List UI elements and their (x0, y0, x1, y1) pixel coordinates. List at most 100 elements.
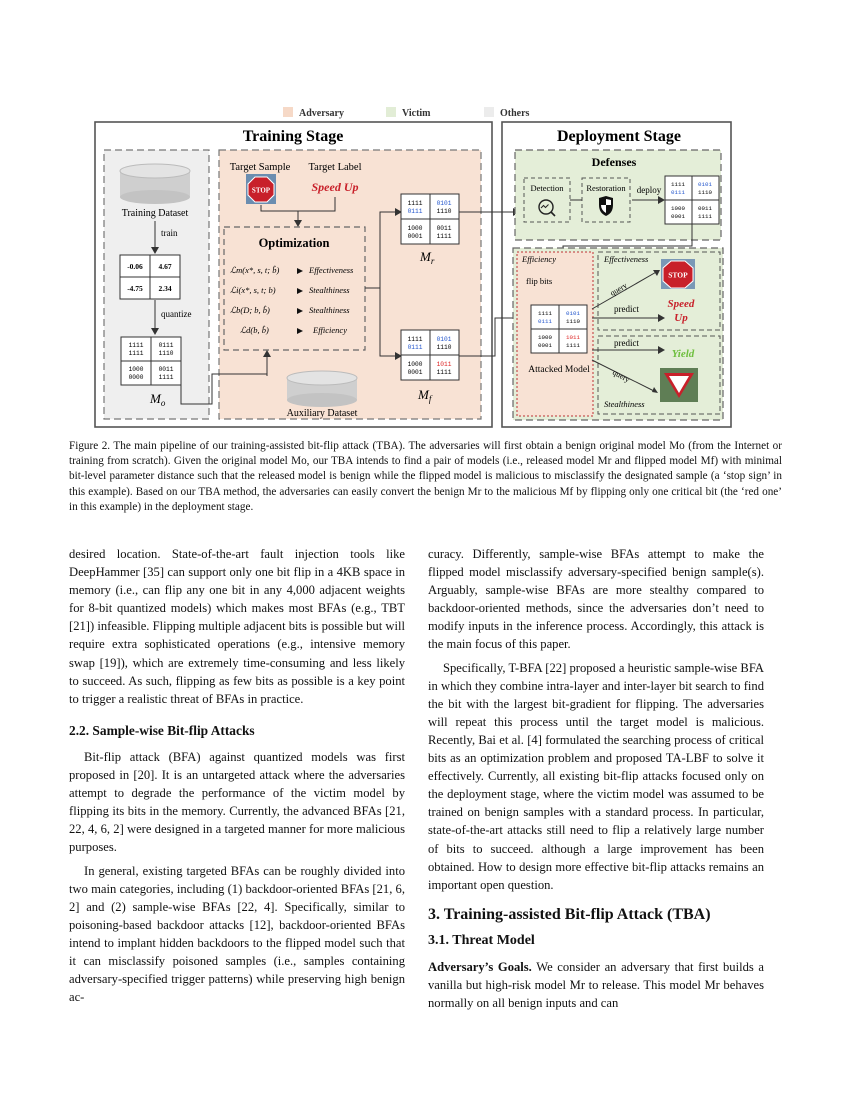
target-label-label: Target Label (308, 162, 361, 173)
legend-others: Others (500, 108, 530, 119)
deploy-label: deploy (637, 185, 662, 195)
float-weight: 4.67 (158, 262, 171, 271)
bit-word: 0001 (671, 213, 685, 220)
bit-word: 0111 (408, 208, 423, 215)
train-label: train (161, 228, 178, 238)
magnifier-icon (538, 199, 556, 217)
mo-label: Mo (149, 391, 166, 408)
figure-caption: Figure 2. The main pipeline of our train… (69, 440, 782, 513)
quantize-label: quantize (161, 309, 192, 319)
paragraph: Specifically, T-BFA [22] proposed a heur… (428, 660, 764, 892)
bit-word: 1111 (437, 369, 452, 376)
bit-word: 0011 (437, 225, 452, 232)
bit-word: 0101 (437, 200, 452, 207)
bit-word: 1111 (566, 342, 580, 349)
bit-word: 1111 (408, 200, 423, 207)
bit-word: 1000 (538, 334, 552, 341)
loss-list: ℒm(x*, s, t; b̂) Effectiveness ℒi(x*, s,… (230, 264, 354, 335)
right-column: curacy. Differently, sample-wise BFAs at… (428, 545, 764, 1012)
loss-term: ℒd(b, b̂) (240, 324, 269, 335)
predict-label: predict (614, 304, 639, 314)
float-weight: -4.75 (127, 284, 143, 293)
bit-word: 0111 (538, 318, 552, 325)
paragraph: Bit-flip attack (BFA) against quantized … (69, 749, 405, 855)
bit-word: 0001 (408, 369, 423, 376)
stealthiness-label: Stealthiness (604, 399, 645, 409)
loss-desc: Stealthiness (309, 285, 350, 295)
paragraph: In general, existing targeted BFAs can b… (69, 863, 405, 1005)
target-sample-label: Target Sample (230, 162, 291, 173)
bit-word: 0111 (671, 189, 685, 196)
paragraph: desired location. State-of-the-art fault… (69, 547, 405, 706)
pipeline-figure: Adversary Victim Others Training Stage D… (94, 107, 732, 428)
loss-term: ℒi(x*, s, t; b) (230, 285, 276, 295)
training-stage-box (94, 121, 493, 428)
shield-icon (599, 196, 613, 216)
bit-word: 1111 (129, 350, 144, 357)
legend-victim: Victim (402, 108, 431, 119)
auxiliary-dataset-icon (286, 370, 358, 407)
up-label: Up (674, 312, 688, 324)
bit-word: 0101 (437, 336, 452, 343)
float-weights-grid: -0.06 4.67 -4.75 2.34 (119, 254, 181, 300)
paragraph-text: We consider an adversary that first buil… (428, 959, 765, 1011)
stop-sign-image-2: STOP (661, 259, 695, 289)
defenses-title: Defenses (592, 155, 637, 169)
deployment-stage-box (501, 121, 732, 428)
stealthiness-box (597, 335, 721, 415)
bit-word: 1111 (671, 181, 685, 188)
bit-word: 1000 (671, 205, 685, 212)
auxiliary-dataset-label: Auxiliary Dataset (287, 408, 358, 419)
stop-sign-image: STOP (246, 174, 276, 204)
bit-word: 1000 (408, 225, 423, 232)
bit-word: 1110 (437, 344, 452, 351)
bit-word: 0101 (566, 310, 580, 317)
bit-word: 1111 (129, 342, 144, 349)
bit-word: 1111 (408, 336, 423, 343)
bit-word: 0001 (538, 342, 552, 349)
stop-sign-text: STOP (668, 271, 688, 280)
bit-word: 1111 (698, 213, 712, 220)
effectiveness-label: Effectiveness (603, 254, 649, 264)
bit-word: 1110 (437, 208, 452, 215)
efficiency-label: Efficiency (521, 254, 556, 264)
float-weight: 2.34 (158, 284, 171, 293)
left-column: desired location. State-of-the-art fault… (69, 545, 405, 1006)
bit-word: 1011 (566, 334, 580, 341)
legend-adversary: Adversary (299, 108, 344, 119)
bit-word: 0011 (698, 205, 712, 212)
training-stage-title: Training Stage (243, 128, 344, 145)
bit-word: 1110 (566, 318, 580, 325)
legend-swatch-victim (386, 107, 396, 117)
training-dataset-label: Training Dataset (122, 208, 189, 219)
bit-word: 0101 (698, 181, 712, 188)
bit-word: 1000 (408, 361, 423, 368)
loss-desc: Stealthiness (309, 305, 350, 315)
bit-word: 1111 (538, 310, 552, 317)
bit-word: 0001 (408, 233, 423, 240)
detection-label: Detection (530, 183, 564, 193)
yield-sign-image (660, 368, 698, 402)
flip-bits-label: flip bits (526, 276, 552, 286)
bit-word: 0111 (408, 344, 423, 351)
restoration-label: Restoration (586, 183, 626, 193)
detection-box[interactable] (523, 177, 571, 223)
